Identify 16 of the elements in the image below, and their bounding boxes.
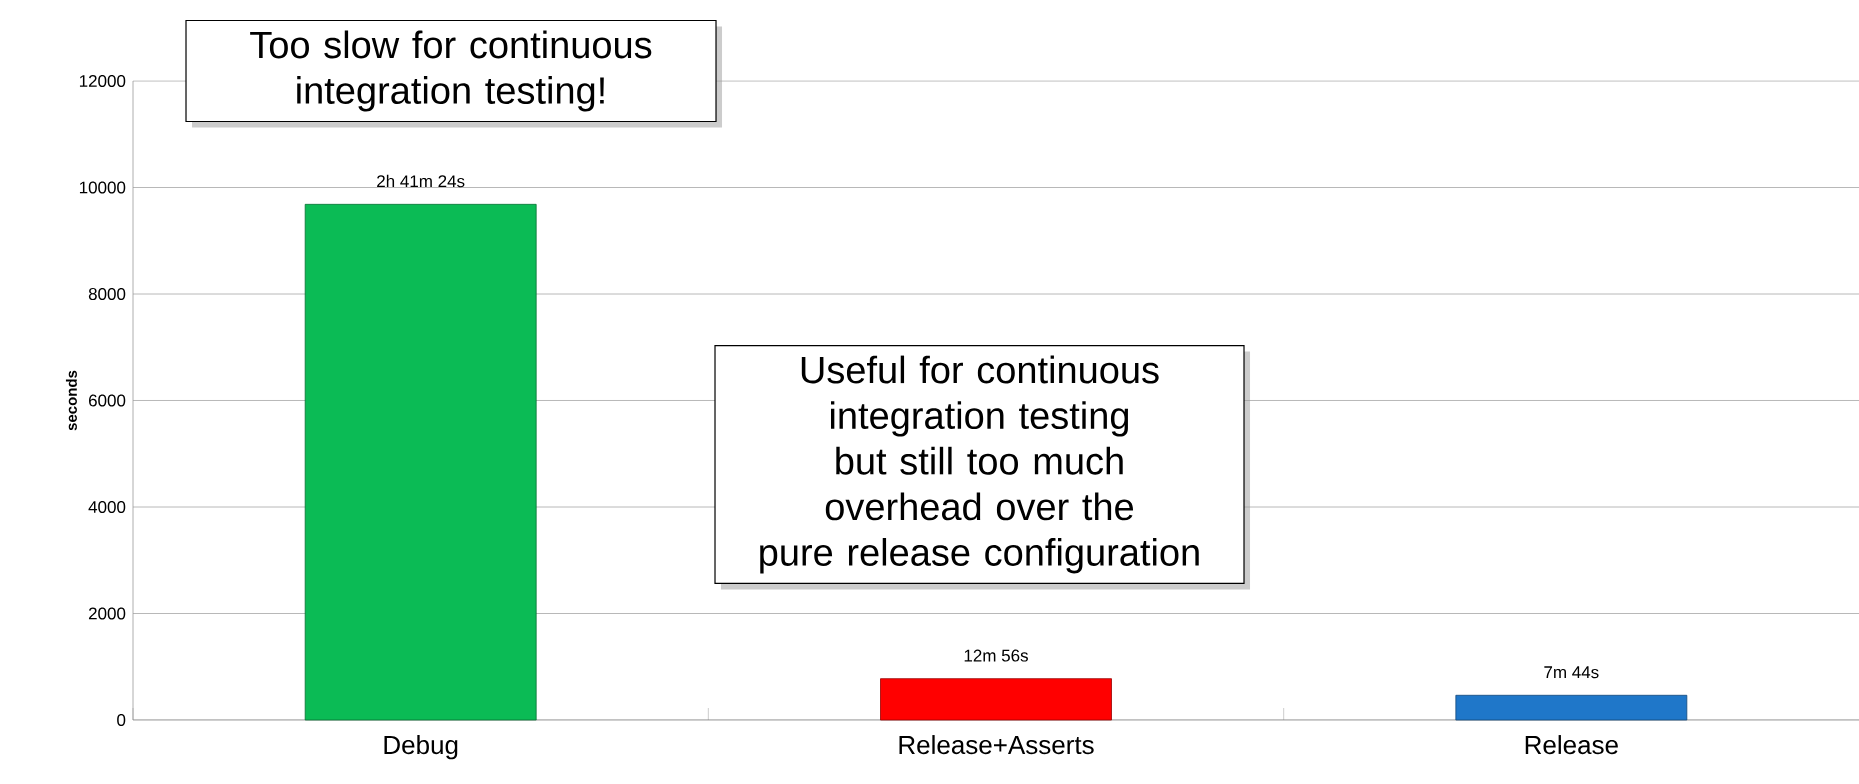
text: 12m 56s: [964, 649, 1028, 662]
text: 7m 44s: [1544, 666, 1599, 679]
y-tick-label: 4000: [88, 501, 126, 514]
y-tick-label: 12000: [79, 75, 126, 88]
x-tick-label: Release: [1525, 735, 1618, 755]
callout-box: Useful for continuous integration testing but still too much overhead over the pure release configuration: [714, 345, 1250, 590]
y-tick-label: 8000: [88, 288, 126, 301]
callout-box: Too slow for continuous integration testing!: [185, 19, 722, 128]
x-tick-label: Release+Asserts: [899, 735, 1094, 755]
y-axis-title: seconds: [65, 370, 77, 431]
y-tick-label: 10000: [79, 181, 126, 194]
x-tick-label: Debug: [384, 735, 458, 760]
y-tick-label: 6000: [89, 394, 126, 407]
text: 2h 41m 24s: [377, 174, 465, 188]
y-tick-label: 0: [117, 714, 126, 727]
y-tick-label: 2000: [88, 607, 126, 620]
